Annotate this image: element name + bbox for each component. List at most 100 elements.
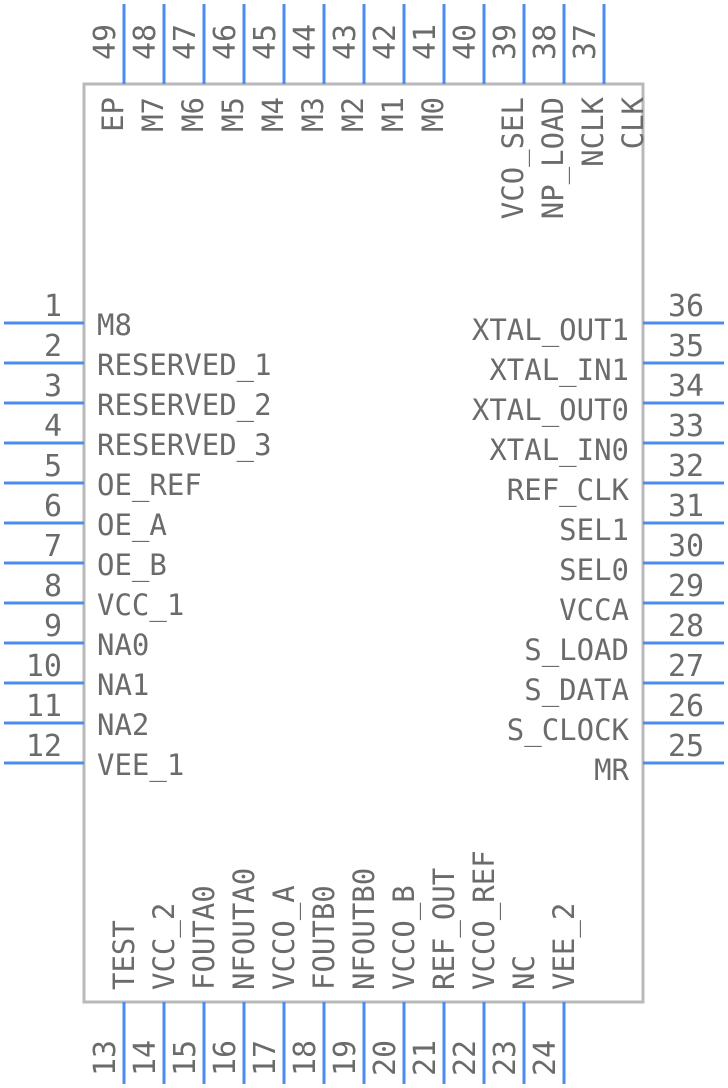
pin-number: 32: [668, 449, 704, 484]
pin-label: NA2: [97, 708, 149, 742]
pin-number: 36: [668, 289, 704, 324]
pin-number: 31: [668, 489, 704, 524]
pin-label: VCCO_REF: [467, 850, 502, 990]
pin-number: 3: [44, 369, 62, 404]
pin-label: VEE_2: [547, 903, 582, 990]
pin-number: 28: [668, 609, 704, 644]
pin-label: NCLK: [576, 96, 610, 166]
pin-label: NFOUTB0: [347, 868, 381, 990]
pin-label: VCC_1: [97, 588, 184, 623]
pin-label: NA1: [97, 668, 149, 702]
pin-label: XTAL_IN1: [489, 353, 629, 388]
pin-label: VCC_2: [147, 903, 182, 990]
pin-label: RESERVED_1: [97, 348, 272, 383]
pin-label: VCCA: [559, 593, 629, 627]
pin-number: 44: [288, 24, 323, 60]
pin-number: 25: [668, 729, 704, 764]
pin-number: 20: [368, 1040, 403, 1076]
pin-label: VCO_SEL: [496, 97, 531, 219]
pin-label: VEE_1: [97, 748, 184, 783]
pin-label: M5: [216, 97, 250, 132]
pin-number: 33: [668, 409, 704, 444]
pin-number: 15: [168, 1040, 203, 1076]
pin-number: 6: [44, 489, 62, 524]
pin-number: 9: [44, 609, 62, 644]
pin-number: 30: [668, 529, 704, 564]
pin-number: 24: [528, 1040, 563, 1076]
pin-number: 47: [168, 24, 203, 60]
pin-number: 11: [26, 689, 62, 724]
pin-number: 7: [44, 529, 62, 564]
pin-number: 38: [528, 24, 563, 60]
pin-number: 49: [88, 24, 123, 60]
pin-label: M4: [256, 97, 290, 132]
pin-number: 22: [448, 1040, 483, 1076]
pin-label: OE_A: [97, 508, 167, 543]
pin-number: 5: [44, 449, 62, 484]
pin-label: REF_OUT: [427, 868, 462, 990]
pin-number: 45: [248, 24, 283, 60]
pin-label: M1: [376, 97, 410, 132]
pin-number: 21: [408, 1040, 443, 1076]
pin-number: 13: [88, 1040, 123, 1076]
pin-label: NA0: [97, 628, 149, 662]
pin-number: 14: [128, 1040, 163, 1076]
pin-label: NC: [507, 955, 541, 990]
pin-number: 40: [448, 24, 483, 60]
pin-label: M7: [136, 97, 170, 132]
pin-number: 27: [668, 649, 704, 684]
pin-label: M2: [336, 97, 370, 132]
pin-label: FOUTB0: [307, 885, 341, 990]
pin-label: M6: [176, 97, 210, 132]
pin-label: SEL0: [559, 553, 629, 587]
pin-number: 1: [44, 289, 62, 324]
pin-label: RESERVED_3: [97, 428, 272, 463]
pin-label: RESERVED_2: [97, 388, 272, 423]
pin-label: SEL1: [559, 513, 629, 547]
pin-number: 42: [368, 24, 403, 60]
pin-label: M0: [416, 97, 450, 132]
pin-label: XTAL_OUT1: [472, 313, 629, 348]
pin-label: VCCO_A: [267, 885, 302, 990]
pin-label: VCCO_B: [387, 885, 422, 990]
pin-number: 34: [668, 369, 704, 404]
pin-label: S_DATA: [524, 673, 629, 708]
pin-label: M3: [296, 97, 330, 132]
bottom-pin-group: 13 TEST 14 VCC_2 15 FOUTA0 16 NFOUTA0 17 VCCO_A 18…: [88, 850, 582, 1084]
pin-label: EP: [96, 97, 130, 132]
pin-number: 19: [328, 1040, 363, 1076]
pin-label: XTAL_IN0: [489, 433, 629, 468]
pin-label: FOUTA0: [187, 885, 221, 990]
pin-number: 23: [488, 1040, 523, 1076]
pin-label: S_LOAD: [524, 633, 629, 668]
pin-number: 16: [208, 1040, 243, 1076]
pin-number: 8: [44, 569, 62, 604]
pin-label: OE_REF: [97, 468, 202, 503]
pin-label: MR: [594, 753, 629, 787]
pin-number: 4: [44, 409, 62, 444]
pin-number: 48: [128, 24, 163, 60]
pin-number: 10: [26, 649, 62, 684]
pin-number: 43: [328, 24, 363, 60]
pin-label: XTAL_OUT0: [472, 393, 629, 428]
pin-label: NFOUTA0: [227, 868, 261, 990]
pin-number: 17: [248, 1040, 283, 1076]
pin-number: 41: [408, 24, 443, 60]
pin-number: 39: [488, 24, 523, 60]
pin-label: M8: [97, 308, 132, 342]
chip-body: [82, 82, 645, 1004]
pin-number: 2: [44, 329, 62, 364]
pin-label: NP_LOAD: [536, 97, 571, 219]
pin-label: REF_CLK: [507, 473, 630, 508]
pin-number: 46: [208, 24, 243, 60]
pin-number: 37: [568, 24, 603, 60]
pin-label: TEST: [107, 920, 141, 990]
pin-label: OE_B: [97, 548, 167, 583]
pin-number: 18: [288, 1040, 323, 1076]
pin-number: 29: [668, 569, 704, 604]
pin-label: CLK: [616, 96, 650, 149]
